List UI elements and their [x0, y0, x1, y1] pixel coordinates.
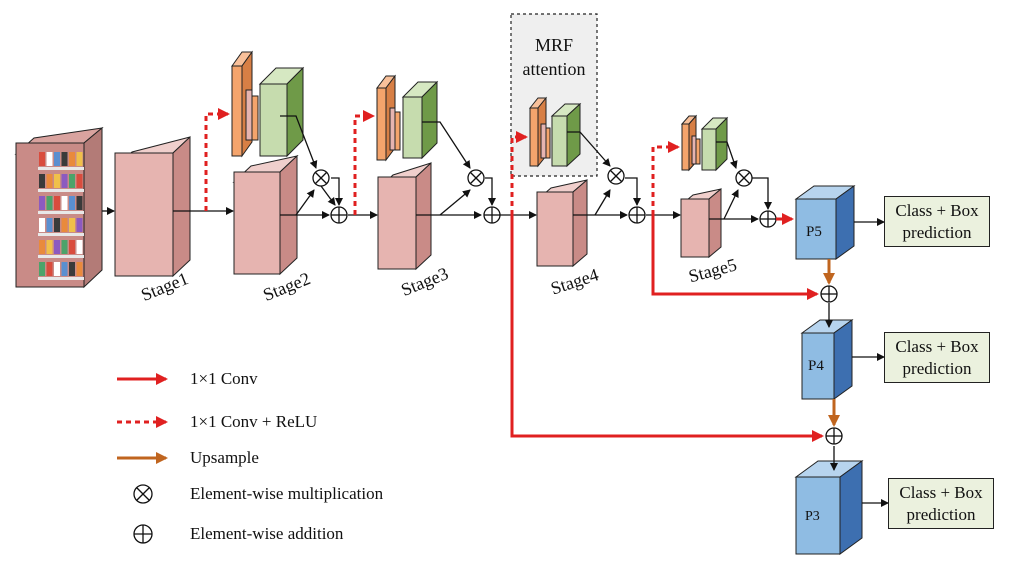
multiply-symbol-1: [312, 169, 330, 187]
shelf-product: [54, 218, 60, 232]
stage5-block: [680, 187, 722, 259]
legend-multiply-icon: [133, 484, 153, 504]
shelf-product: [39, 196, 45, 210]
shelf-product: [54, 174, 60, 188]
legend-add-label: Element-wise addition: [190, 524, 344, 543]
p4-label: P4: [808, 358, 824, 374]
shelf-product: [61, 240, 68, 254]
stage3-block: [377, 161, 432, 271]
shelf-product: [76, 174, 83, 188]
upsample-arrows: [823, 259, 840, 427]
conv-arrows: [510, 213, 824, 442]
stage5-label: Stage5: [686, 254, 739, 286]
add-symbol-2: [483, 206, 501, 224]
shelf-product: [54, 152, 60, 166]
prediction-line2: prediction: [902, 358, 972, 378]
shelf-product: [76, 218, 83, 232]
attention-module-3: [528, 96, 582, 168]
add-symbol-4: [759, 210, 777, 228]
shelf-product: [46, 218, 53, 232]
shelf-product: [69, 152, 75, 166]
input-shelf-image: [14, 126, 104, 289]
shelf-product: [69, 174, 75, 188]
shelf-product: [54, 240, 60, 254]
shelf-product: [76, 262, 83, 276]
shelf-product: [69, 262, 75, 276]
multiply-symbol-3: [607, 167, 625, 185]
add-symbol-6: [825, 427, 843, 445]
add-symbol-3: [628, 206, 646, 224]
stage4-block: [536, 178, 588, 268]
legend-upsample-label: Upsample: [190, 448, 259, 467]
prediction-line1: Class + Box: [895, 200, 979, 220]
shelf-product: [61, 152, 68, 166]
p4-block: [800, 319, 854, 400]
legend-mult-label: Element-wise multiplication: [190, 484, 384, 503]
add-symbol-5: [820, 285, 838, 303]
operator-symbols: [312, 167, 843, 445]
attention-module-1: [231, 50, 305, 158]
p3-label: P3: [805, 509, 820, 524]
shelf-product: [46, 152, 53, 166]
shelf-product: [39, 218, 45, 232]
conv-relu-arrows: [204, 108, 680, 215]
add-symbol-1: [330, 206, 348, 224]
shelf-product: [39, 240, 45, 254]
shelf-product: [69, 218, 75, 232]
legend-conv-relu-label: 1×1 Conv + ReLU: [190, 412, 318, 431]
prediction-line1: Class + Box: [895, 336, 979, 356]
shelf-product: [39, 262, 45, 276]
shelf-product: [69, 196, 75, 210]
attention-module-4: [680, 114, 729, 172]
prediction-line2: prediction: [902, 222, 972, 242]
prediction-line2: prediction: [906, 504, 976, 524]
black-connections: [102, 115, 889, 507]
mrf-label-line1: MRF: [534, 35, 574, 55]
shelf-product: [61, 262, 68, 276]
p4-prediction-box: Class + Box prediction: [884, 332, 990, 383]
shelf-product: [46, 196, 53, 210]
multiply-symbol-2: [467, 169, 485, 187]
legend-add-icon: [133, 524, 153, 544]
mrf-attention-label: MRF attention: [511, 33, 597, 81]
p3-prediction-box: Class + Box prediction: [888, 478, 994, 529]
stage4-label: Stage4: [548, 264, 601, 298]
shelf-product: [61, 196, 68, 210]
legend-conv-label: 1×1 Conv: [190, 369, 258, 388]
shelf-product: [39, 174, 45, 188]
multiply-symbol-4: [735, 169, 753, 187]
stage2-block: [232, 154, 299, 276]
shelf-product: [39, 152, 45, 166]
shelf-product: [76, 152, 83, 166]
mrf-label-line2: attention: [522, 59, 586, 79]
shelf-product: [54, 196, 60, 210]
p5-label: P5: [806, 224, 822, 240]
shelf-product: [46, 240, 53, 254]
shelf-product: [54, 262, 60, 276]
legend-graphics: [117, 373, 168, 544]
stage1-block: [114, 135, 191, 278]
p5-block: [794, 185, 856, 260]
p5-prediction-box: Class + Box prediction: [884, 196, 990, 247]
shelf-product: [61, 218, 68, 232]
shelf-product: [76, 240, 83, 254]
attention-module-2: [376, 74, 439, 162]
prediction-line1: Class + Box: [899, 482, 983, 502]
shelf-product: [76, 196, 83, 210]
shelf-product: [46, 174, 53, 188]
p3-block: [794, 460, 864, 555]
shelf-product: [61, 174, 68, 188]
shelf-product: [46, 262, 53, 276]
shelf-product: [69, 240, 75, 254]
